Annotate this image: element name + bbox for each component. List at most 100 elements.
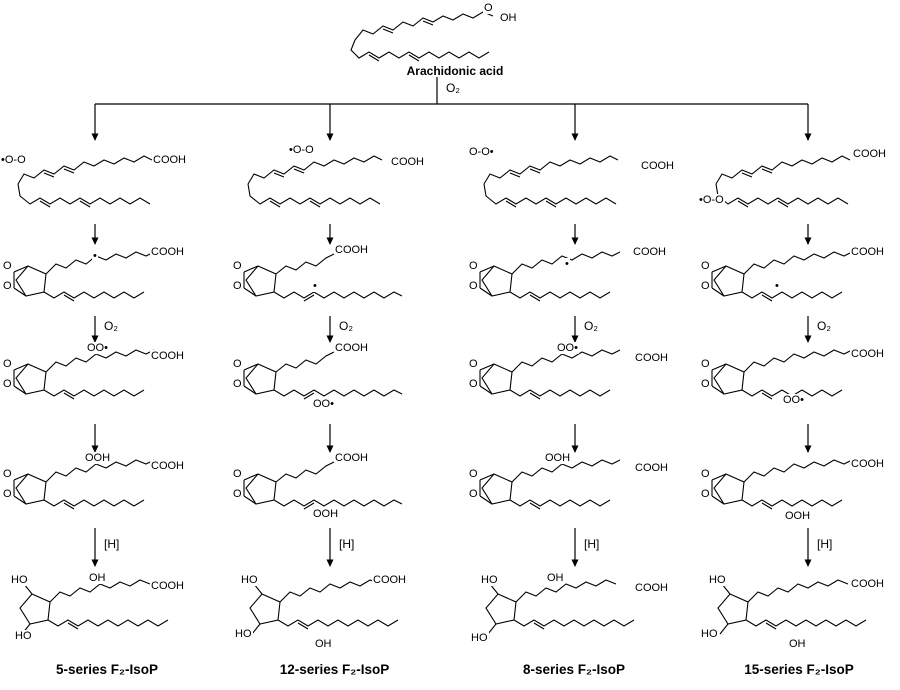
cooh-label: COOH (850, 246, 885, 258)
structure-5-series-step1: •O-O COOH (0, 148, 202, 220)
skeletal-structure-drawing (13, 349, 155, 400)
reaction-condition-label: [H] (815, 537, 835, 551)
endoperoxide-oxygen-label: O (2, 358, 13, 370)
product-name-12-series: 12-series F₂-IsoP (279, 662, 390, 677)
endoperoxide-oxygen-label: O (468, 378, 479, 390)
peroxyl-radical-label: O-O• (468, 146, 495, 158)
product-name-15-series: 15-series F₂-IsoP (744, 662, 854, 677)
skeletal-structure-drawing (19, 579, 169, 635)
hydroxyl-label: OH (788, 638, 807, 650)
skeletal-structure-drawing (13, 459, 155, 510)
endoperoxide-oxygen-label: O (232, 468, 243, 480)
skeletal-structure-drawing (715, 155, 851, 208)
hydroxyl-label: HO (700, 628, 719, 640)
reaction-condition-label: [H] (337, 537, 357, 551)
hydroxyl-label: HO (708, 574, 727, 586)
cooh-label: COOH (634, 582, 669, 594)
radical-dot: • (312, 280, 318, 292)
product-name-8-series: 8-series F₂-IsoP (522, 662, 626, 677)
radical-dot: • (92, 250, 98, 262)
skeletal-structure-drawing (243, 461, 403, 510)
skeletal-structure-drawing (17, 155, 153, 208)
structure-arachidonic-acid: O OH (335, 2, 565, 66)
reaction-condition-label: [H] (102, 537, 122, 551)
cooh-label: COOH (634, 462, 669, 474)
skeletal-structure-drawing (13, 251, 155, 302)
endoperoxide-oxygen-label: O (2, 378, 13, 390)
hydroxyl-label: HO (240, 574, 259, 586)
cooh-label: COOH (334, 244, 369, 256)
skeletal-structure-drawing (483, 155, 619, 208)
endoperoxide-oxygen-label: O (700, 468, 711, 480)
endoperoxide-oxygen-label: O (468, 468, 479, 480)
cooh-label: COOH (852, 148, 887, 160)
cooh-label: COOH (150, 460, 185, 472)
hydroxyl-label: OH (546, 572, 565, 584)
endoperoxide-oxygen-label: O (700, 260, 711, 272)
reaction-condition-label: [H] (582, 537, 602, 551)
reaction-condition-label: O₂ (815, 319, 833, 333)
peroxyl-label: OO• (86, 342, 109, 354)
skeletal-structure-drawing (711, 459, 853, 510)
endoperoxide-oxygen-label: O (2, 488, 13, 500)
peroxyl-radical-label: •O-O (288, 144, 315, 156)
cooh-label: COOH (150, 580, 185, 592)
hydroxyl-label: OH (88, 572, 107, 584)
product-name-5-series: 5-series F₂-IsoP (55, 662, 159, 677)
compound-name: Arachidonic acid (406, 64, 504, 78)
cooh-label: COOH (850, 348, 885, 360)
hydroxyl-label: HO (480, 574, 499, 586)
structure-15-series-step1: COOH •O-O (698, 148, 900, 220)
endoperoxide-oxygen-label: O (232, 280, 243, 292)
cooh-label: COOH (334, 452, 369, 464)
skeletal-structure-drawing (479, 459, 621, 510)
endoperoxide-oxygen-label: O (468, 280, 479, 292)
peroxyl-radical-label: •O-O (0, 154, 27, 166)
peroxyl-label: OO• (312, 398, 335, 410)
skeletal-structure-drawing (479, 349, 621, 400)
endoperoxide-oxygen-label: O (232, 488, 243, 500)
skeletal-structure-drawing (350, 11, 494, 62)
cooh-label: COOH (152, 154, 187, 166)
endoperoxide-oxygen-label: O (2, 260, 13, 272)
endoperoxide-oxygen-label: O (2, 468, 13, 480)
endoperoxide-oxygen-label: O (2, 280, 13, 292)
cooh-label: COOH (334, 342, 369, 354)
endoperoxide-oxygen-label: O (700, 358, 711, 370)
endoperoxide-oxygen-label: O (468, 260, 479, 272)
radical-dot: • (564, 258, 570, 270)
reaction-condition-label: O₂ (337, 319, 355, 333)
peroxyl-radical-label: •O-O (698, 194, 725, 206)
endoperoxide-oxygen-label: O (700, 488, 711, 500)
endoperoxide-oxygen-label: O (700, 378, 711, 390)
hydroperoxide-label: OOH (544, 452, 572, 464)
cooh-label: COOH (390, 156, 425, 168)
cooh-label: COOH (640, 160, 675, 172)
endoperoxide-oxygen-label: O (232, 378, 243, 390)
skeletal-structure-drawing (243, 351, 403, 400)
endoperoxide-oxygen-label: O (468, 488, 479, 500)
reaction-condition-label: O₂ (102, 319, 120, 333)
hydroxyl-label: HO (14, 630, 33, 642)
endoperoxide-oxygen-label: O (468, 358, 479, 370)
endoperoxide-oxygen-label: O (700, 280, 711, 292)
cooh-label: COOH (150, 246, 185, 258)
structure-8-series-step1: O-O• COOH (468, 146, 675, 220)
radical-dot: • (774, 280, 780, 292)
